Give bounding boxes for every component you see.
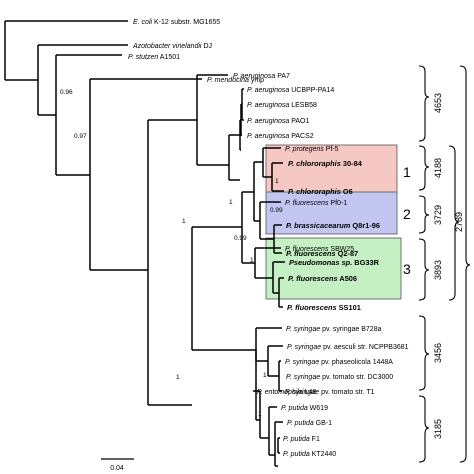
bootstrap-value: 1 (176, 374, 180, 381)
bootstrap-value: 0.99 (270, 207, 283, 214)
taxon-label: P. fluorescens Pf0-1 (285, 200, 347, 207)
taxon-label: P. syringae pv. aesculi str. NCPPB3681 (287, 344, 409, 351)
taxon-label: P. brassicacearum Q8r1-96 (286, 221, 380, 230)
bootstrap-values: 0.96 0.97 1 1 0.99 1 0.99 1 1 1 1 (60, 89, 283, 418)
taxon-label: P. chlororaphis 30-84 (288, 159, 363, 168)
bootstrap-value: 1 (258, 411, 262, 418)
bootstrap-value: 0.96 (60, 89, 73, 96)
group-count: 4653 (433, 93, 443, 113)
taxon-labels: E. coli K-12 substr. MG1655 Azotobacter … (128, 19, 409, 458)
taxon-label: E. coli K-12 substr. MG1655 (133, 19, 220, 26)
bootstrap-value: 0.99 (234, 235, 247, 242)
clade-2-box (265, 191, 398, 235)
taxon-label: P. putida GB-1 (287, 420, 332, 427)
bootstrap-value: 1 (182, 218, 186, 225)
taxon-label: P. fluorescens SS101 (287, 303, 361, 312)
taxon-label: Azotobacter vinelandii DJ (132, 43, 212, 50)
group-count: 3456 (433, 343, 443, 363)
taxon-label: P. entomophila L48 (257, 389, 317, 396)
taxon-label: P. protegens Pf-5 (285, 146, 339, 153)
taxon-label: P. stutzeri A1501 (128, 54, 180, 61)
bootstrap-value: 0.97 (74, 133, 87, 140)
clade-number: 1 (403, 164, 411, 180)
taxon-label: P. mendocina ymp (207, 77, 264, 84)
bootstrap-value: 1 (229, 199, 233, 206)
taxon-label: P. putida W619 (281, 405, 328, 412)
taxon-label: P. aeruginosa PA7 (233, 73, 290, 80)
clade-1-box (265, 144, 398, 194)
clade-number: 3 (403, 261, 411, 277)
scale-bar-label: 0.04 (110, 465, 124, 472)
taxon-label: P. syringae pv. syringae B728a (286, 326, 382, 333)
taxon-label: Pseudomonas sp. BG33R (289, 258, 380, 267)
bootstrap-value: 1 (275, 178, 279, 185)
clade-numbers: 1 2 3 (403, 164, 411, 277)
group-count: 3185 (433, 419, 443, 439)
tree-branches (4, 20, 285, 467)
taxon-label: P. aeruginosa PAO1 (247, 118, 310, 125)
group-braces (418, 65, 471, 463)
taxon-label: P. fluorescens A506 (288, 274, 357, 283)
taxon-label: P. syringae pv. tomato str. DC3000 (286, 374, 393, 381)
taxon-label: P. syringae pv. tomato str. T1 (285, 389, 375, 396)
clade-number: 2 (403, 206, 411, 222)
taxon-label: P. aeruginosa UCBPP-PA14 (247, 87, 334, 94)
taxon-label: P. putida F1 (283, 436, 320, 443)
group-count: 2789 (454, 212, 464, 232)
taxon-label: P. aeruginosa LESB58 (247, 102, 317, 109)
bootstrap-value: 1 (263, 372, 267, 379)
group-count: 3729 (433, 205, 443, 225)
clade-3-box (265, 237, 402, 300)
taxon-label: P. fluorescens SBW25 (285, 246, 354, 253)
taxon-label: P. fluorescens Q2-87 (286, 249, 358, 258)
group-count: 4188 (433, 158, 443, 178)
group-counts: 4653 4188 3729 3893 3456 3185 2789 (433, 93, 464, 439)
taxon-label: P. aeruginosa PACS2 (247, 133, 314, 140)
taxon-label: P. putida KT2440 (283, 451, 336, 458)
scale-bar: 0.04 (101, 458, 134, 472)
taxon-label: P. chlororaphis O6 (288, 187, 353, 196)
bootstrap-value: 1 (250, 257, 254, 264)
taxon-label: P. syringae pv. phaseolicola 1448A (285, 359, 393, 366)
group-count: 3893 (433, 260, 443, 280)
